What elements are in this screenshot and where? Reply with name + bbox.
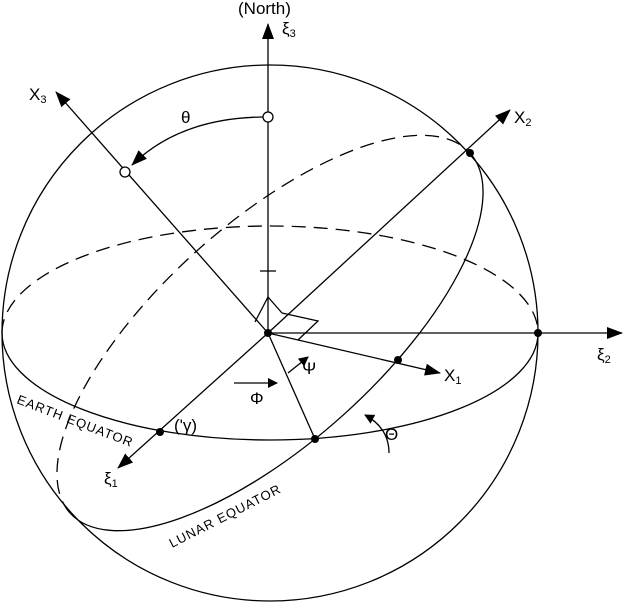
X3-axis: [55, 91, 269, 334]
theta-label: θ: [181, 108, 190, 127]
north-pole-marker: [262, 111, 274, 123]
north-label: (North): [238, 0, 291, 18]
vernal-point: [156, 428, 164, 436]
X2-label: X2: [514, 108, 531, 129]
xi3-label: ξ3: [282, 19, 296, 40]
xi1-axis: [117, 332, 269, 469]
big-theta-arc: [364, 414, 390, 454]
X2-sphere-point: [466, 149, 474, 157]
xi2-sphere-point: [534, 329, 542, 337]
vernal-equinox-label: ('γ): [174, 416, 197, 435]
node-line: [267, 332, 316, 440]
lunar-equator-back: [56, 134, 471, 514]
theta-arc: [131, 116, 264, 166]
X1-sphere-point: [394, 356, 402, 364]
earth-equator-front: [1, 332, 539, 441]
right-angle-marker: [254, 295, 320, 341]
xi1-label: ξ1: [104, 469, 118, 490]
phi-label: Φ: [250, 389, 264, 408]
lunar-pole-marker: [119, 166, 131, 178]
psi-arrow: [287, 356, 309, 374]
xi2-label: ξ2: [597, 345, 611, 366]
lunar-equator-label: LUNAR EQUATOR: [167, 481, 284, 551]
psi-label: Ψ: [302, 359, 316, 378]
origin-point: [264, 329, 272, 337]
X2-axis: [267, 109, 511, 334]
earth-equator-back: [1, 225, 539, 334]
X1-axis: [267, 332, 441, 376]
X3-label: X3: [29, 85, 46, 106]
lunar-equator-front: [69, 152, 484, 532]
big-theta-label: Θ: [385, 425, 398, 444]
X1-label: X1: [444, 366, 461, 387]
ascending-node-point: [311, 435, 319, 443]
intersection-points: [156, 149, 542, 443]
